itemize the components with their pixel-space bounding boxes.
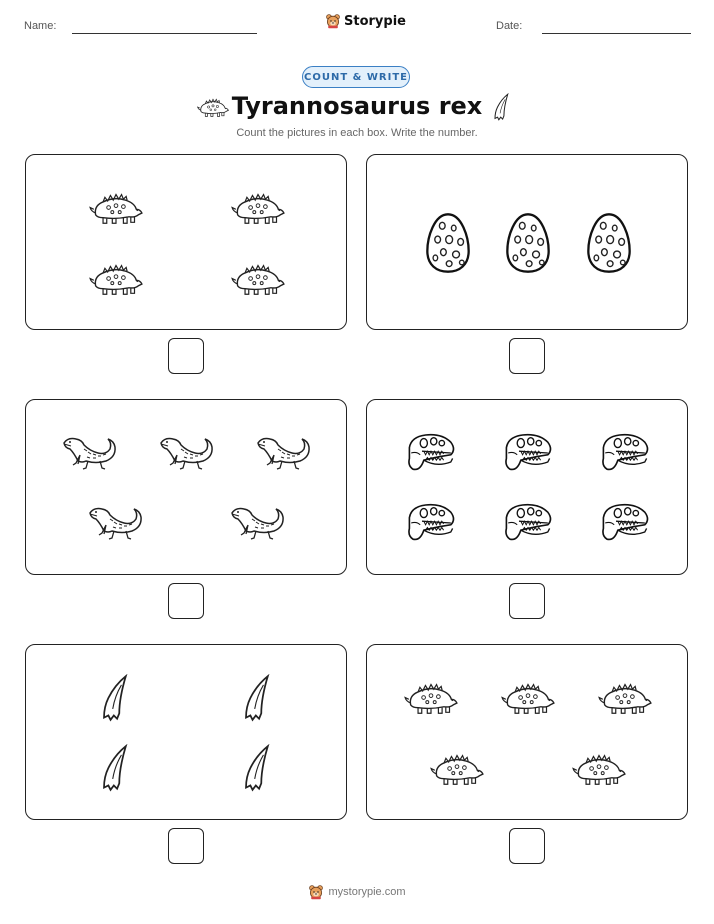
bear-mascot-icon bbox=[325, 13, 341, 29]
footer-url[interactable]: mystorypie.com bbox=[328, 886, 406, 898]
activity-badge: COUNT & WRITE bbox=[302, 66, 410, 88]
bear-mascot-icon bbox=[308, 884, 324, 900]
lizard-icon bbox=[254, 433, 314, 473]
ankylosaurus-icon bbox=[403, 679, 459, 716]
ankylosaurus-icon bbox=[571, 750, 627, 787]
count-card-6 bbox=[366, 644, 688, 820]
name-label: Name: bbox=[24, 20, 57, 32]
t-rex-skull-icon bbox=[598, 501, 652, 545]
claw-icon bbox=[492, 93, 512, 121]
count-card-1 bbox=[25, 154, 347, 330]
claw-icon bbox=[241, 744, 275, 792]
ankylosaurus-icon bbox=[88, 189, 144, 226]
answer-box-1[interactable] bbox=[168, 338, 204, 374]
answer-box-2[interactable] bbox=[509, 338, 545, 374]
brand-name: Storypie bbox=[344, 13, 406, 29]
ankylosaurus-icon bbox=[597, 679, 653, 716]
claw-icon bbox=[99, 674, 133, 722]
egg-icon bbox=[504, 212, 552, 274]
brand-logo: Storypie bbox=[325, 13, 406, 29]
ankylosaurus-icon bbox=[230, 189, 286, 226]
t-rex-skull-icon bbox=[598, 431, 652, 475]
lizard-icon bbox=[228, 503, 288, 543]
count-card-2 bbox=[366, 154, 688, 330]
ankylosaurus-icon bbox=[429, 750, 485, 787]
lizard-icon bbox=[86, 503, 146, 543]
ankylosaurus-icon bbox=[500, 679, 556, 716]
page-title: Tyrannosaurus rex bbox=[231, 92, 483, 120]
lizard-icon bbox=[157, 433, 217, 473]
date-label: Date: bbox=[496, 20, 523, 32]
instructions: Count the pictures in each box. Write th… bbox=[236, 127, 478, 139]
egg-icon bbox=[585, 212, 633, 274]
t-rex-skull-icon bbox=[404, 501, 458, 545]
answer-box-3[interactable] bbox=[168, 583, 204, 619]
t-rex-skull-icon bbox=[404, 431, 458, 475]
date-line[interactable] bbox=[542, 33, 691, 34]
ankylosaurus-icon bbox=[230, 260, 286, 297]
claw-icon bbox=[99, 744, 133, 792]
name-line[interactable] bbox=[72, 33, 257, 34]
t-rex-skull-icon bbox=[501, 501, 555, 545]
count-card-4 bbox=[366, 399, 688, 575]
answer-box-5[interactable] bbox=[168, 828, 204, 864]
answer-box-4[interactable] bbox=[509, 583, 545, 619]
count-card-3 bbox=[25, 399, 347, 575]
footer: mystorypie.com bbox=[0, 884, 714, 900]
answer-box-6[interactable] bbox=[509, 828, 545, 864]
lizard-icon bbox=[60, 433, 120, 473]
header: Name: Storypie Date: bbox=[0, 0, 714, 50]
count-card-5 bbox=[25, 644, 347, 820]
egg-icon bbox=[424, 212, 472, 274]
claw-icon bbox=[241, 674, 275, 722]
t-rex-skull-icon bbox=[501, 431, 555, 475]
ankylosaurus-icon bbox=[88, 260, 144, 297]
